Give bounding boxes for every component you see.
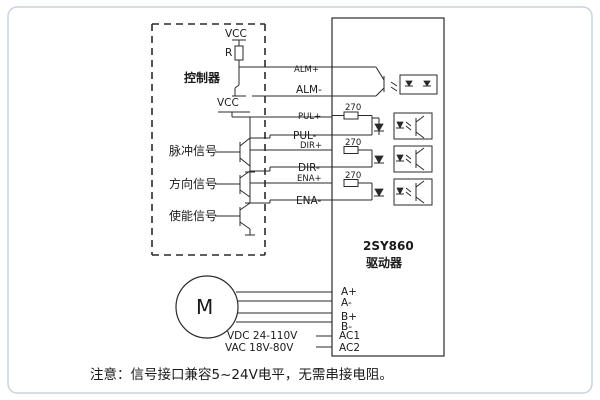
pin-b-minus: B- [341, 321, 352, 333]
resistor-r-label: R [225, 47, 232, 59]
pin-pul-plus: PUL+ [298, 112, 321, 122]
alarm-optocoupler [332, 66, 438, 97]
vdc-label: VDC 24-110V [227, 330, 298, 342]
dir-resistor [343, 146, 372, 154]
enable-transistor [232, 200, 271, 236]
pin-a-minus: A- [341, 297, 352, 309]
pin-pul-minus: PUL- [293, 130, 317, 142]
pulse-signal-label: 脉冲信号 [169, 143, 217, 158]
pin-ena-plus: ENA+ [297, 174, 322, 184]
pin-dir-minus: DIR- [298, 162, 320, 174]
ena-resistor [343, 179, 372, 187]
direction-signal-label: 方向信号 [169, 176, 217, 191]
pin-ac1: AC1 [339, 330, 360, 342]
pin-ena-minus: ENA- [296, 195, 321, 207]
controller-title: 控制器 [184, 70, 221, 85]
pin-alm-minus: ALM- [296, 84, 322, 96]
pul-plus-circuit [218, 111, 372, 200]
direction-transistor [232, 167, 271, 204]
enable-signal-label: 使能信号 [169, 208, 217, 223]
motor-label: M [196, 295, 213, 319]
resistor-value-pul: 270 [345, 103, 361, 113]
alarm-pullup-circuit [232, 39, 332, 97]
driver-name: 驱动器 [366, 256, 403, 270]
pin-dir-plus: DIR+ [300, 141, 322, 151]
resistor-value-ena: 270 [345, 171, 361, 181]
dir-optocoupler [332, 145, 433, 173]
ena-optocoupler [332, 178, 433, 206]
vac-label: VAC 18V-80V [225, 342, 294, 354]
motor-symbol [175, 275, 239, 339]
vcc-top-label: VCC [225, 28, 247, 40]
compatibility-note: 注意：信号接口兼容5~24V电平，无需串接电阻。 [90, 366, 393, 383]
driver-model: 2SY860 [363, 239, 414, 253]
motor-wires [236, 291, 332, 323]
pin-alm-plus: ALM+ [294, 65, 319, 75]
pul-optocoupler [332, 112, 433, 140]
vcc-mid-label: VCC [217, 97, 239, 109]
pin-ac2: AC2 [339, 342, 360, 354]
pin-a-plus: A+ [341, 286, 357, 298]
pin-b-plus: B+ [341, 311, 357, 323]
resistor-value-dir: 270 [345, 138, 361, 148]
